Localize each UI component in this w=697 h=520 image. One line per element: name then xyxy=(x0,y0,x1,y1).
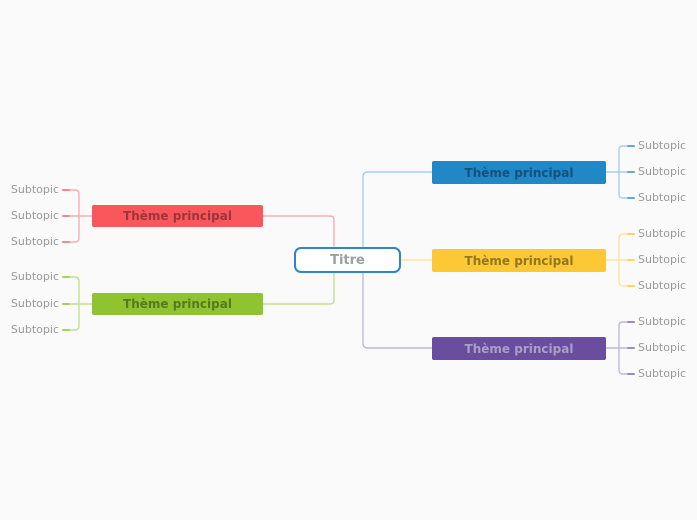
subtopic-label[interactable]: Subtopic xyxy=(638,165,687,178)
branch-node-yellow[interactable]: Thème principal xyxy=(432,249,606,272)
subtopic-label[interactable]: Subtopic xyxy=(10,297,59,310)
green-subtopic-line xyxy=(62,276,80,305)
blue-subtopic-line xyxy=(618,145,635,173)
subtopic-label[interactable]: Subtopic xyxy=(10,323,59,336)
green-subtopic-line xyxy=(62,303,80,331)
purple-subtopic-line xyxy=(618,347,635,375)
green-branch-connector-line xyxy=(262,272,335,305)
subtopic-label[interactable]: Subtopic xyxy=(638,341,687,354)
subtopic-label[interactable]: Subtopic xyxy=(638,227,687,240)
subtopic-label[interactable]: Subtopic xyxy=(638,139,687,152)
branch-node-purple[interactable]: Thème principal xyxy=(432,337,606,360)
branch-node-red[interactable]: Thème principal xyxy=(92,205,263,227)
subtopic-label[interactable]: Subtopic xyxy=(10,209,59,222)
subtopic-label[interactable]: Subtopic xyxy=(10,235,59,248)
branch-node-blue[interactable]: Thème principal xyxy=(432,161,606,184)
subtopic-label[interactable]: Subtopic xyxy=(10,183,59,196)
blue-branch-connector-line xyxy=(362,171,433,248)
purple-branch-connector-line xyxy=(362,272,433,349)
red-branch-connector-line xyxy=(262,215,335,247)
subtopic-label[interactable]: Subtopic xyxy=(638,367,687,380)
subtopic-label[interactable]: Subtopic xyxy=(638,315,687,328)
red-subtopic-line xyxy=(62,189,80,217)
subtopic-label[interactable]: Subtopic xyxy=(10,270,59,283)
subtopic-label[interactable]: Subtopic xyxy=(638,279,687,292)
subtopic-label[interactable]: Subtopic xyxy=(638,253,687,266)
subtopic-label[interactable]: Subtopic xyxy=(638,191,687,204)
branch-node-green[interactable]: Thème principal xyxy=(92,293,263,315)
root-node-titre[interactable]: Titre xyxy=(294,247,401,273)
red-subtopic-line xyxy=(62,215,80,243)
yellow-subtopic-line xyxy=(618,233,635,261)
blue-subtopic-line xyxy=(618,171,635,199)
purple-subtopic-line xyxy=(618,321,635,349)
yellow-subtopic-line xyxy=(618,259,635,287)
